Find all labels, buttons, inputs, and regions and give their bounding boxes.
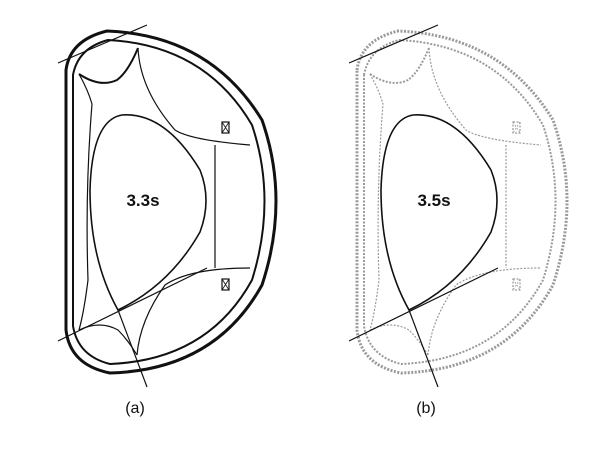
panel-b: 3.5s (b) [348, 24, 569, 417]
panel-label-b: (b) [416, 400, 436, 417]
time-label-b: 3.5s [417, 191, 450, 210]
panel-label-a: (a) [125, 400, 145, 417]
time-label-a: 3.3s [126, 191, 159, 210]
panel-a: 3.3s (a) [57, 24, 278, 417]
